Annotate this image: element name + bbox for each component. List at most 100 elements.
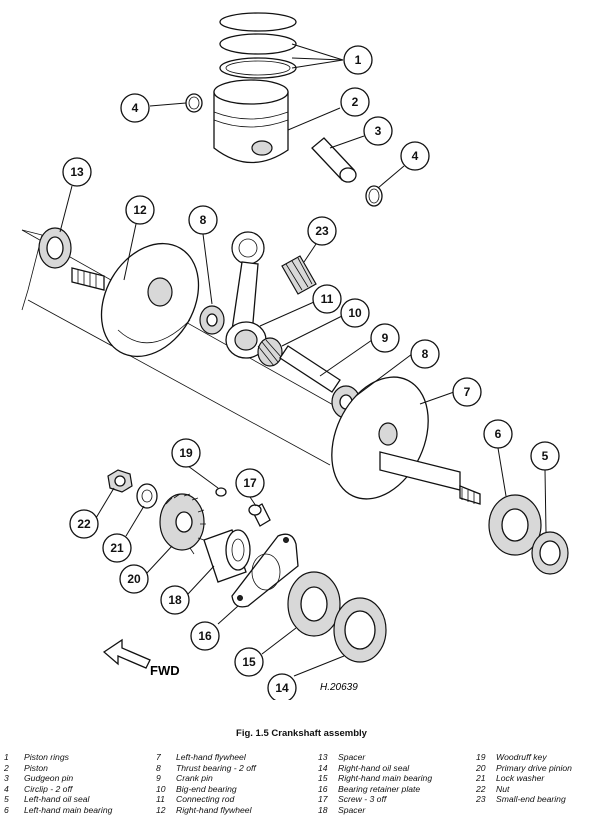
thrust-bearing-left [199,305,225,335]
svg-text:20: 20 [127,572,141,586]
callout-11: 11 [312,284,342,314]
callout-23: 23 [307,216,337,246]
crank-pin [279,345,341,393]
woodruff-key [215,487,227,497]
piston-rings [219,12,297,79]
svg-text:8: 8 [200,213,207,227]
callout-13: 13 [62,157,92,187]
fwd-arrow: FWD [102,638,180,678]
primary-drive-pinion [159,493,206,555]
callout-17: 17 [235,468,265,498]
screw [248,503,271,527]
leader-lines [59,43,547,677]
piston [213,79,289,164]
callout-16: 16 [190,621,220,651]
callout-22: 22 [69,509,99,539]
small-end-bearing [281,255,317,295]
spacer-18 [203,529,251,583]
svg-text:22: 22 [77,517,91,531]
big-end-bearing [257,337,283,367]
svg-text:17: 17 [243,476,257,490]
left-hand-oil-seal [531,531,569,575]
svg-text:4: 4 [412,149,419,163]
callout-8-lower: 8 [410,339,440,369]
left-hand-main-bearing [488,494,542,556]
circlip-left [185,93,203,113]
svg-text:4: 4 [132,101,139,115]
right-hand-main-bearing [287,571,341,637]
svg-text:16: 16 [198,629,212,643]
callout-12: 12 [125,195,155,225]
left-hand-flywheel [331,376,481,505]
callout-5: 5 [530,441,560,471]
callout-7: 7 [452,377,482,407]
circlip-right [365,185,383,207]
callout-2: 2 [340,87,370,117]
callout-21: 21 [102,533,132,563]
figure-caption: Fig. 1.5 Crankshaft assembly [236,728,367,739]
spacer-13 [38,227,72,269]
right-hand-flywheel [71,242,200,358]
svg-text:21: 21 [110,541,124,555]
svg-text:6: 6 [495,427,502,441]
svg-text:1: 1 [355,53,362,67]
nut [107,469,133,493]
assembly-outline [21,229,361,466]
svg-text:8: 8 [422,347,429,361]
crankshaft-exploded-diagram: FWD H.20639 1 2 3 4 4 13 12 [21,12,569,700]
fwd-label: FWD [150,663,180,678]
callout-8-upper: 8 [188,205,218,235]
callout-19: 19 [171,438,201,468]
callout-3: 3 [363,116,393,146]
callout-15: 15 [234,647,264,677]
svg-text:12: 12 [133,203,147,217]
svg-text:2: 2 [352,95,359,109]
svg-text:7: 7 [464,385,471,399]
right-hand-oil-seal [333,597,387,663]
svg-text:3: 3 [375,124,382,138]
callout-4-right: 4 [400,141,430,171]
lock-washer [136,483,158,509]
svg-text:13: 13 [70,165,84,179]
bearing-retainer-plate [231,533,299,608]
callout-14: 14 [267,673,297,700]
svg-text:19: 19 [179,446,193,460]
svg-text:11: 11 [321,292,334,306]
svg-text:14: 14 [275,681,289,695]
connecting-rod [225,231,267,359]
svg-text:23: 23 [315,224,329,238]
callout-6: 6 [483,419,513,449]
svg-text:9: 9 [382,331,389,345]
callout-20: 20 [119,564,149,594]
svg-text:5: 5 [542,449,549,463]
callout-10: 10 [340,298,370,328]
callout-1: 1 [343,45,373,75]
callout-18: 18 [160,585,190,615]
